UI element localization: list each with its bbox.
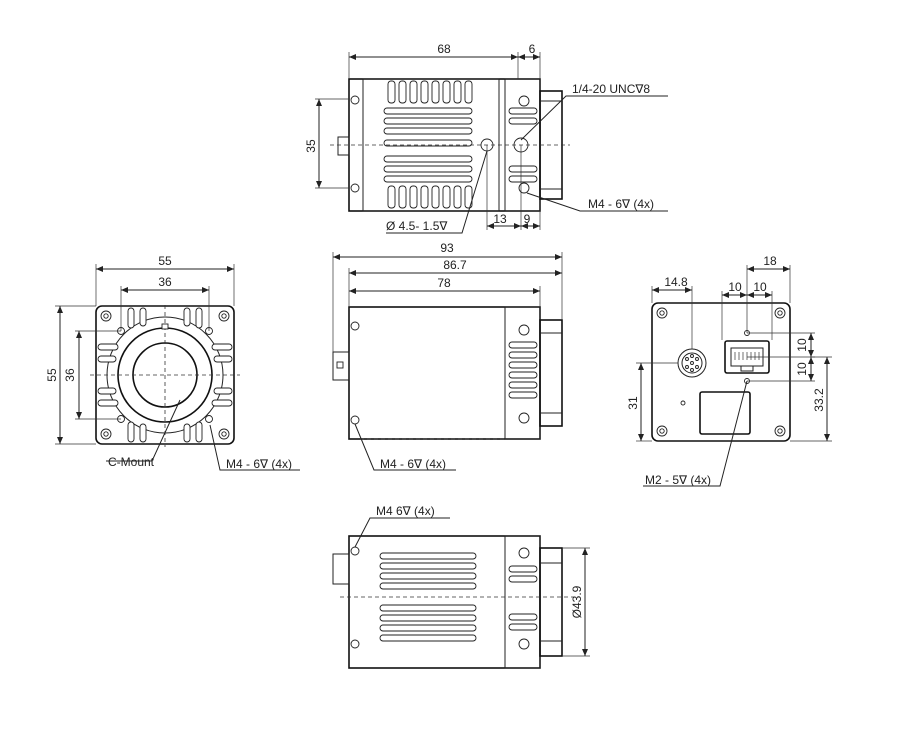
dim-13-label: 13 — [493, 212, 507, 226]
dim-18-label: 18 — [763, 254, 777, 268]
bottom-fins — [379, 552, 538, 642]
side-m4-hole-icon — [518, 324, 530, 336]
dim-68-label: 68 — [437, 42, 451, 56]
dim-78-label: 78 — [437, 276, 451, 290]
dim-36-v-label: 36 — [63, 368, 77, 382]
m2-callout: M2 - 5∇ (4x) — [645, 473, 711, 487]
hole-callout: Ø 4.5- 1.5∇ — [386, 219, 448, 233]
dim-14-8-label: 14.8 — [664, 275, 688, 289]
dim-86-7-label: 86.7 — [443, 258, 467, 272]
side-front-fins — [508, 341, 538, 399]
dim-10d-label: 10 — [795, 362, 809, 376]
c-mount-label: C-Mount — [108, 455, 155, 469]
side-view: 93 86.7 78 M4 - 6∇ (4x) — [332, 241, 563, 471]
side-m4-callout: M4 - 6∇ (4x) — [380, 457, 446, 471]
io-connector-icon — [699, 391, 751, 435]
dim-33-2-label: 33.2 — [812, 388, 826, 412]
dim-6-label: 6 — [529, 42, 536, 56]
top-hole-icon — [350, 183, 360, 193]
top-horizontal-fins — [383, 107, 473, 183]
top-vertical-slots — [387, 80, 473, 209]
top-connector-stub — [337, 136, 350, 156]
rear-view: 14.8 18 10 10 10 10 31 33.2 M2 - 5∇ (4x) — [626, 254, 832, 487]
front-m4-callout: M4 - 6∇ (4x) — [226, 457, 292, 471]
dim-35-label: 35 — [304, 139, 318, 153]
side-lens-mount — [539, 319, 563, 427]
dim-55-v-label: 55 — [45, 368, 59, 382]
bottom-m4-callout: M4 6∇ (4x) — [376, 504, 435, 518]
top-m4-hole-icon — [518, 95, 530, 107]
dim-10c-label: 10 — [795, 338, 809, 352]
top-m4-callout: M4 - 6∇ (4x) — [588, 197, 654, 211]
dim-43-9-label: Ø43.9 — [570, 585, 584, 618]
dim-31-label: 31 — [626, 396, 640, 410]
dim-93-label: 93 — [440, 241, 454, 255]
top-view: 68 6 35 13 9 1/4-20 UNC∇8 M4 - 6∇ (4x) Ø… — [304, 42, 668, 234]
dim-36-h-label: 36 — [158, 275, 172, 289]
thread-callout: 1/4-20 UNC∇8 — [572, 82, 650, 96]
dim-9-label: 9 — [524, 212, 531, 226]
bottom-view: Ø43.9 M4 6∇ (4x) — [332, 504, 590, 669]
side-connector — [332, 351, 350, 381]
dim-55-label: 55 — [158, 254, 172, 268]
top-front-fins — [508, 107, 538, 183]
bottom-m4-hole-icon — [518, 638, 530, 650]
front-view: 55 36 55 36 C-Mount M4 - 6∇ (4x) — [45, 254, 300, 471]
top-m4-hole-icon — [518, 182, 530, 194]
dim-10b-label: 10 — [753, 280, 767, 294]
dim-10a-label: 10 — [728, 280, 742, 294]
bottom-lens-mount — [539, 547, 563, 657]
bottom-m4-hole-icon — [518, 547, 530, 559]
top-hole-icon — [350, 95, 360, 105]
rear-body-outline — [651, 302, 791, 442]
front-fins — [97, 307, 233, 443]
side-m4-hole-icon — [518, 412, 530, 424]
bottom-connector — [332, 553, 350, 585]
